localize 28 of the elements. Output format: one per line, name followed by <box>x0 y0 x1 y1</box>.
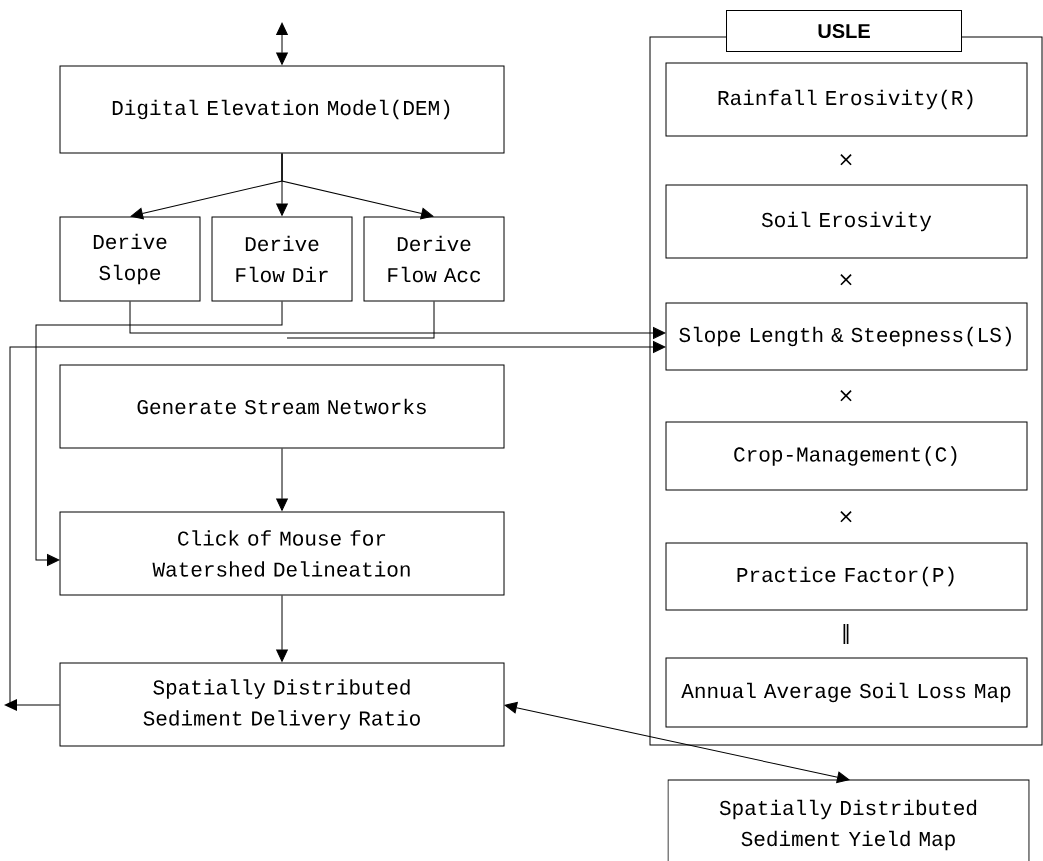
arrow <box>276 22 288 65</box>
process-box: Derive Flow Dir <box>211 216 353 302</box>
process-box: Derive Slope <box>59 216 201 302</box>
operator-symbol: × <box>840 511 852 523</box>
process-box: Slope Length & Steepness(LS) <box>665 302 1028 371</box>
arrow <box>281 153 434 220</box>
process-box: Digital Elevation Model(DEM) <box>59 65 505 154</box>
arrow <box>276 448 288 511</box>
process-box: Annual Average Soil Loss Map <box>665 657 1028 728</box>
operator-symbol: × <box>840 390 852 402</box>
process-box: Practice Factor(P) <box>665 542 1028 611</box>
operator-symbol: × <box>840 274 852 286</box>
arrow <box>35 301 283 566</box>
process-box: Derive Flow Acc <box>363 216 505 302</box>
arrow <box>504 701 850 784</box>
node-label: USLE <box>818 23 870 39</box>
operator-symbol: × <box>840 154 852 166</box>
arrow <box>129 301 666 339</box>
process-box: Click of Mouse for Watershed Delineation <box>59 511 505 596</box>
process-box: Rainfall Erosivity(R) <box>665 62 1028 137</box>
process-box: Generate Stream Networks <box>59 364 505 449</box>
arrow <box>276 595 288 662</box>
process-box: Spatially Distributed Sediment Delivery Ratio <box>59 662 505 747</box>
process-box: Soil Erosivity <box>665 184 1028 259</box>
arrow <box>4 341 666 711</box>
process-box: Spatially Distributed Sediment Yield Map <box>667 779 1030 861</box>
process-box: Crop-Management(C) <box>665 421 1028 491</box>
operator-symbol: ‖ <box>843 624 849 644</box>
